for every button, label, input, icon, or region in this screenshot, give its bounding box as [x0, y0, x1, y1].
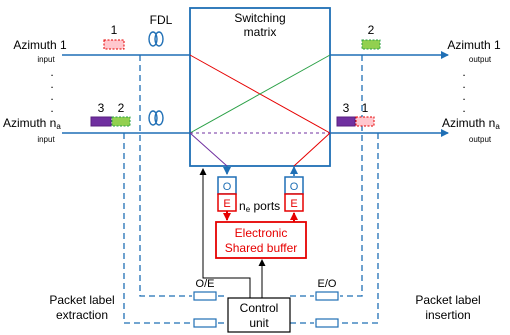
- dashed-line-right-inner: [340, 133, 379, 324]
- packet-2-bottom-left: [111, 116, 131, 127]
- right-dot-2: .: [462, 77, 465, 91]
- matrix-path-red-to-buffer: [293, 132, 331, 167]
- oe-converter-box-top: [193, 291, 217, 301]
- e-letter-right: E: [290, 198, 297, 210]
- azimuth-1-output-sub: output: [469, 55, 492, 64]
- eo-conversion-label: E/O: [318, 278, 337, 290]
- fdl-label: FDL: [150, 13, 173, 27]
- packet-3-bottom-left: [90, 116, 112, 127]
- left-dot-4: .: [50, 101, 53, 115]
- control-unit-box: [227, 297, 291, 333]
- fdl-coil-bottom: [148, 110, 164, 126]
- oe-conversion-label: O/E: [196, 278, 215, 290]
- control-unit-label-line1: Control: [240, 301, 279, 315]
- packet-number-top-left: 1: [111, 23, 118, 37]
- left-dot-3: .: [50, 89, 53, 103]
- dashed-line-right-outer: [340, 55, 363, 297]
- right-dot-1: .: [462, 65, 465, 79]
- azimuth-na-output-label: Azimuth na: [442, 116, 500, 131]
- packet-2-top-right: [361, 39, 381, 50]
- o-letter-left: O: [223, 181, 232, 193]
- e-box-right: [284, 193, 304, 212]
- matrix-path-green-up: [189, 54, 331, 134]
- azimuth-1-output-label: Azimuth 1: [447, 38, 501, 52]
- azimuth-na-input-label: Azimuth na: [3, 116, 61, 131]
- packet-number-bottom-left-3: 3: [98, 101, 105, 115]
- dashed-line-left-outer: [139, 55, 192, 297]
- oe-converter-box-bottom: [193, 318, 217, 328]
- azimuth-na-input-sub: input: [37, 135, 55, 144]
- azimuth-1-input-sub: input: [37, 55, 55, 64]
- packet-3-bottom-right: [336, 116, 356, 127]
- packet-number-bottom-left-2: 2: [118, 101, 125, 115]
- packet-label-extraction-line2: extraction: [56, 308, 108, 322]
- packet-number-bottom-right-1: 1: [362, 101, 369, 115]
- packet-1-bottom-right: [355, 116, 375, 127]
- packet-label-insertion-line1: Packet label: [415, 293, 480, 307]
- matrix-title-line2: matrix: [244, 25, 277, 39]
- fdl-coil-top: [148, 31, 164, 47]
- converter-boxes: [193, 291, 339, 328]
- packet-number-top-right: 2: [368, 23, 375, 37]
- e-letter-left: E: [223, 198, 230, 210]
- right-dot-3: .: [462, 89, 465, 103]
- dashed-control-lines: [123, 55, 379, 324]
- buffer-label-line2: Shared buffer: [225, 241, 298, 255]
- control-arrow-to-matrix: [199, 168, 251, 298]
- control-unit-label-line2: unit: [249, 316, 269, 330]
- switching-matrix-box: [189, 7, 331, 167]
- ports-label: ne ports: [239, 199, 280, 214]
- eo-converter-box-top: [315, 291, 339, 301]
- packet-label-extraction-line1: Packet label: [49, 293, 114, 307]
- electronic-shared-buffer-box: [215, 221, 307, 259]
- eo-converter-box-bottom: [315, 318, 339, 328]
- matrix-path-purple-to-buffer: [189, 132, 228, 167]
- azimuth-1-input-label: Azimuth 1: [13, 38, 67, 52]
- buffer-label-line1: Electronic: [235, 226, 288, 240]
- right-dot-4: .: [462, 101, 465, 115]
- left-dot-1: .: [50, 65, 53, 79]
- matrix-title-line1: Switching: [234, 11, 285, 25]
- left-dot-2: .: [50, 77, 53, 91]
- o-letter-right: O: [290, 181, 299, 193]
- dashed-line-left-inner: [123, 133, 192, 324]
- packet-number-bottom-right-3: 3: [343, 101, 350, 115]
- azimuth-na-output-sub: output: [469, 135, 492, 144]
- packet-label-insertion-line2: insertion: [425, 308, 470, 322]
- packet-1-top-left: [103, 39, 125, 50]
